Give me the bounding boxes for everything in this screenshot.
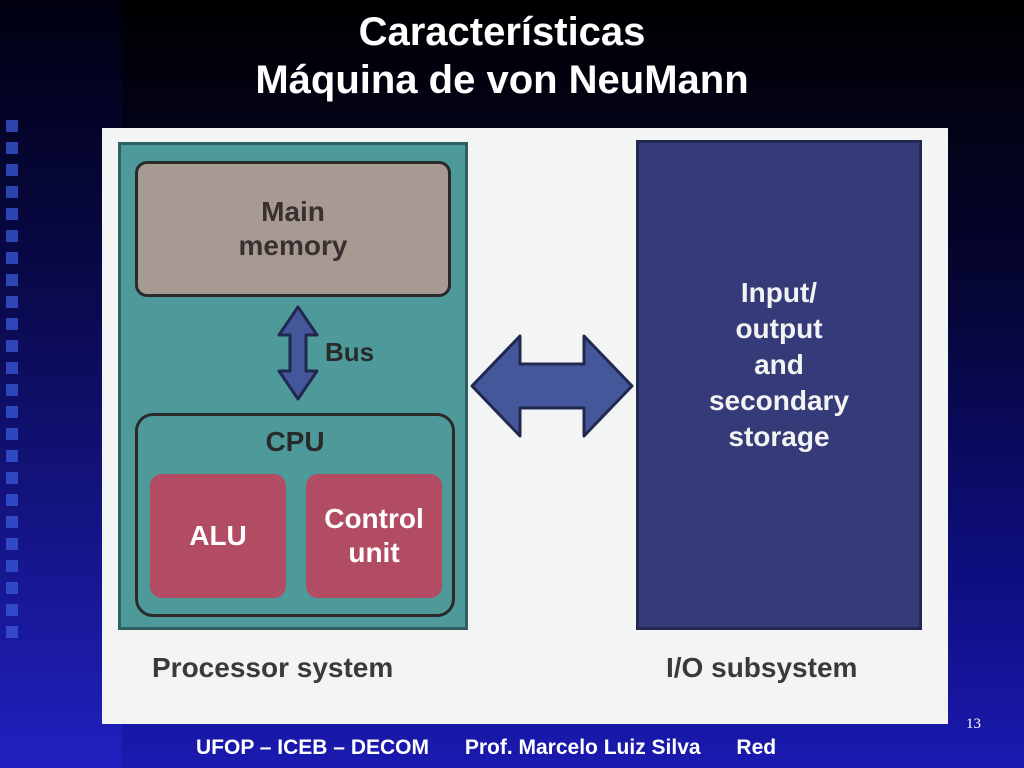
slide-title: Características Máquina de von NeuMann xyxy=(122,8,882,104)
footer-professor: Prof. Marcelo Luiz Silva xyxy=(464,736,701,759)
page-number: 13 xyxy=(966,716,981,732)
footer-org: UFOP – ICEB – DECOM xyxy=(196,736,429,759)
io-subsystem-box: Input/ output and secondary storage xyxy=(636,140,922,630)
cpu-box: CPU ALU Control unit xyxy=(135,413,455,617)
decorative-squares xyxy=(6,120,30,648)
footer: UFOP – ICEB – DECOM Prof. Marcelo Luiz S… xyxy=(196,736,806,760)
alu-label: ALU xyxy=(189,520,247,551)
cpu-label: CPU xyxy=(265,426,325,457)
title-line-2: Máquina de von NeuMann xyxy=(255,58,749,102)
footer-course: Red xyxy=(736,736,777,759)
processor-system-box: Main memory Bus CPU ALU Control unit xyxy=(118,142,468,630)
left-decorative-strip xyxy=(0,0,122,768)
alu-box: ALU xyxy=(150,474,286,598)
processor-system-caption: Processor system xyxy=(152,652,394,683)
control-unit-box: Control unit xyxy=(306,474,442,598)
main-memory-label: Main memory xyxy=(238,196,348,261)
io-subsystem-text: Input/ output and secondary storage xyxy=(708,277,850,452)
von-neumann-diagram: Main memory Bus CPU ALU Control unit Inp… xyxy=(102,128,948,724)
io-subsystem-caption: I/O subsystem xyxy=(666,652,858,683)
control-unit-label: Control unit xyxy=(324,503,424,568)
title-line-1: Características xyxy=(358,10,646,54)
main-memory-box: Main memory xyxy=(135,161,451,297)
double-arrow-icon xyxy=(470,334,634,438)
bus-label: Bus xyxy=(325,337,375,367)
bus-arrow-icon xyxy=(277,305,319,401)
